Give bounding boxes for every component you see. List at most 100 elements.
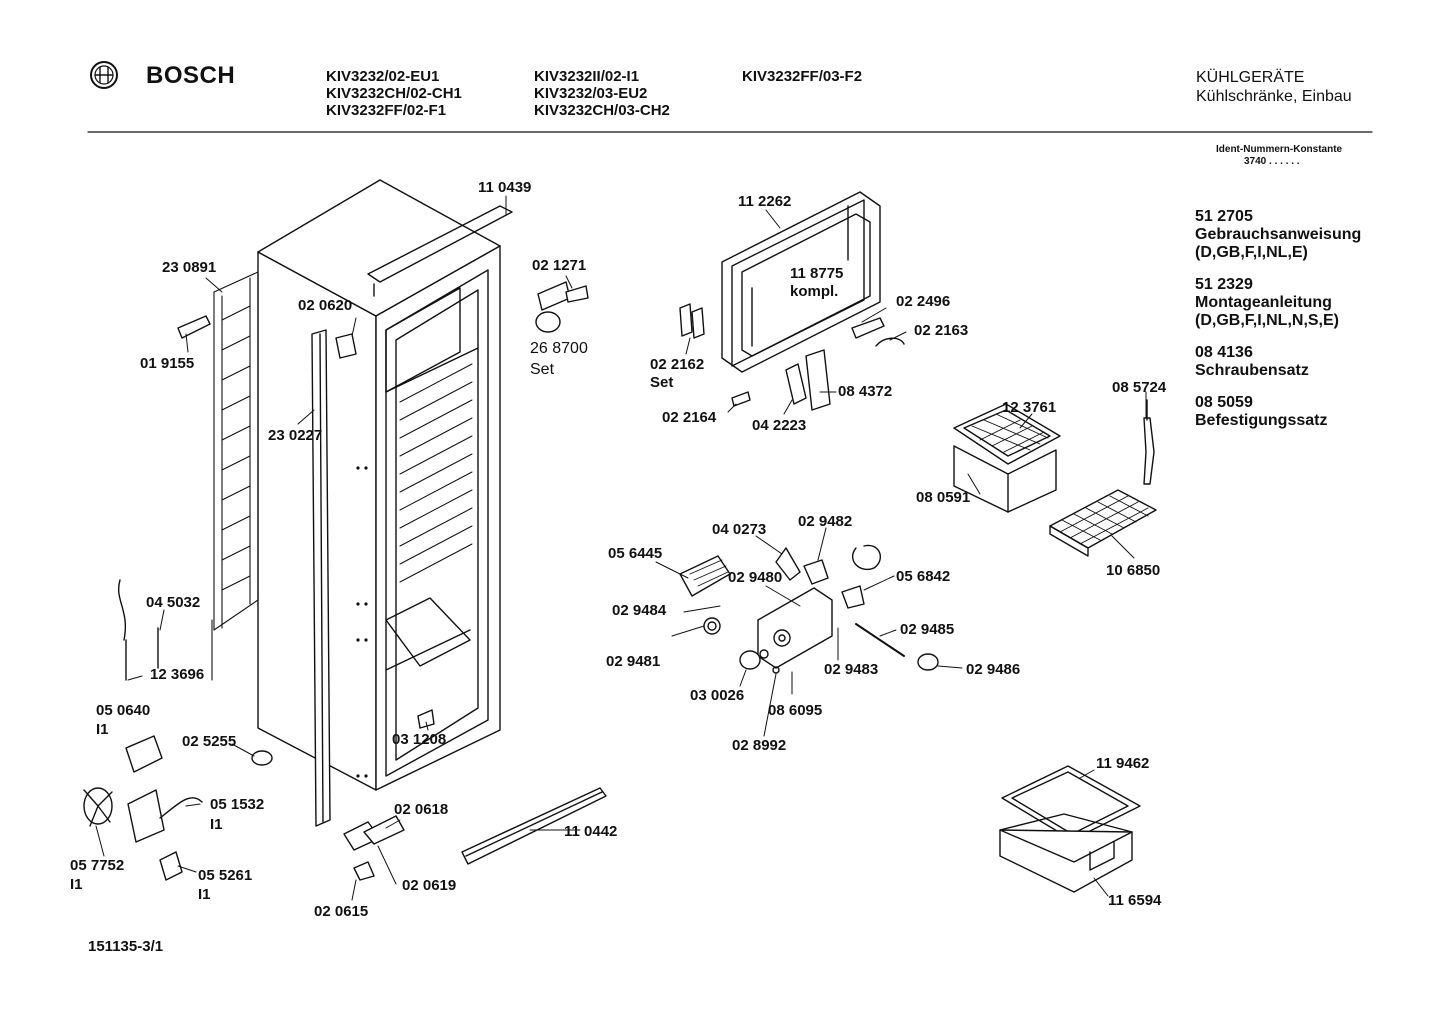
cabinet-housing-drawing bbox=[257, 179, 513, 791]
model-code: KIV3232FF/02-F1 bbox=[326, 102, 447, 119]
part-label: 02 5255 bbox=[182, 733, 237, 750]
model-code: KIV3232/02-EU1 bbox=[326, 68, 440, 85]
part-label: 01 9155 bbox=[140, 355, 195, 372]
part-label: 02 2496 bbox=[896, 293, 951, 310]
condenser-coil-drawing bbox=[211, 271, 259, 681]
thermostat-assembly-drawing bbox=[679, 544, 939, 674]
part-label: 10 6850 bbox=[1106, 562, 1161, 579]
model-code: KIV3232FF/03-F2 bbox=[742, 68, 863, 85]
part-label: 02 0619 bbox=[402, 877, 457, 894]
model-list-col3: KIV3232FF/03-F2 bbox=[742, 68, 862, 85]
leader-lines bbox=[95, 195, 1147, 901]
part-label: 02 1271 bbox=[532, 257, 587, 274]
document-title: Gebrauchsanweisung bbox=[1195, 226, 1362, 243]
document-list: 51 2705 Gebrauchsanweisung (D,GB,F,I,NL,… bbox=[1195, 208, 1361, 430]
part-label: 05 6445 bbox=[608, 545, 663, 562]
part-label: 11 0439 bbox=[478, 179, 532, 196]
part-label: 02 2163 bbox=[914, 322, 969, 339]
part-label: 02 9486 bbox=[966, 661, 1021, 678]
part-label: I1 bbox=[198, 886, 211, 903]
brand-name: BOSCH bbox=[146, 62, 236, 89]
part-label: 02 9484 bbox=[612, 602, 667, 619]
document-item: 51 2705 Gebrauchsanweisung (D,GB,F,I,NL,… bbox=[1195, 208, 1361, 262]
part-label: 02 8992 bbox=[732, 737, 787, 754]
document-number: 08 4136 bbox=[1195, 344, 1253, 361]
ice-tray-drawing bbox=[953, 403, 1061, 513]
sensor-probe-drawing bbox=[118, 579, 159, 681]
part-label: 05 1532 bbox=[210, 796, 265, 813]
ident-value: 3740 . . . . . . bbox=[1244, 156, 1300, 167]
part-label: 02 9482 bbox=[798, 513, 853, 530]
crisper-bins-drawing bbox=[999, 765, 1141, 893]
ice-cube-tray-drawing bbox=[1049, 489, 1157, 557]
part-label: Set bbox=[650, 374, 674, 391]
fan-motor-drawing bbox=[83, 735, 203, 881]
part-label: 02 0620 bbox=[298, 297, 353, 314]
part-label: 12 3696 bbox=[150, 666, 205, 683]
part-label: 08 4372 bbox=[838, 383, 893, 400]
document-item: 08 5059 Befestigungssatz bbox=[1195, 394, 1361, 430]
model-code: KIV3232CH/02-CH1 bbox=[326, 85, 462, 102]
part-label: 05 0640 bbox=[96, 702, 151, 719]
part-label: 11 0442 bbox=[564, 823, 618, 840]
part-label: 08 6095 bbox=[768, 702, 823, 719]
part-label: 03 0026 bbox=[690, 687, 745, 704]
drawing-number: 151135-3/1 bbox=[88, 938, 164, 955]
category-block: KÜHLGERÄTE Kühlschränke, Einbau bbox=[1196, 68, 1352, 106]
part-label: 23 0891 bbox=[162, 259, 217, 276]
part-label: 04 2223 bbox=[752, 417, 807, 434]
part-label: Set bbox=[530, 361, 555, 378]
part-label: 26 8700 bbox=[530, 340, 588, 357]
bosch-logo-icon bbox=[90, 61, 118, 89]
document-title: Montageanleitung bbox=[1195, 294, 1332, 311]
part-label: 04 5032 bbox=[146, 594, 201, 611]
ident-block: Ident-Nummern-Konstante 3740 . . . . . . bbox=[1216, 144, 1342, 168]
model-list-col1: KIV3232/02-EU1 KIV3232CH/02-CH1 KIV3232F… bbox=[326, 68, 462, 119]
part-label: 02 9485 bbox=[900, 621, 955, 638]
part-label: 08 0591 bbox=[916, 489, 971, 506]
document-item: 08 4136 Schraubensatz bbox=[1195, 344, 1361, 380]
ident-label: Ident-Nummern-Konstante bbox=[1216, 144, 1343, 155]
freezer-door-drawing bbox=[721, 191, 881, 373]
door-seal-strip-drawing bbox=[311, 329, 331, 827]
document-item: 51 2329 Montageanleitung (D,GB,F,I,NL,N,… bbox=[1195, 276, 1361, 330]
document-title: Befestigungssatz bbox=[1195, 412, 1328, 429]
category-title: KÜHLGERÄTE bbox=[1196, 69, 1305, 86]
part-label: 02 0615 bbox=[314, 903, 369, 920]
document-number: 51 2329 bbox=[1195, 276, 1253, 293]
part-label: I1 bbox=[70, 876, 83, 893]
model-code: KIV3232/03-EU2 bbox=[534, 85, 648, 102]
part-label: kompl. bbox=[790, 283, 839, 300]
model-code: KIV3232CH/03-CH2 bbox=[534, 102, 670, 119]
document-languages: (D,GB,F,I,NL,N,S,E) bbox=[1195, 312, 1339, 329]
part-label: 02 2162 bbox=[650, 356, 705, 373]
part-label: 11 2262 bbox=[738, 193, 792, 210]
part-label: I1 bbox=[96, 721, 109, 738]
document-number: 08 5059 bbox=[1195, 394, 1253, 411]
part-label: 11 6594 bbox=[1108, 892, 1162, 909]
part-label: 02 9483 bbox=[824, 661, 879, 678]
part-label: 02 2164 bbox=[662, 409, 717, 426]
bottom-trim-drawing bbox=[461, 787, 607, 865]
part-label: 11 8775 bbox=[790, 265, 844, 282]
part-label: 03 1208 bbox=[392, 731, 447, 748]
category-subtitle: Kühlschränke, Einbau bbox=[1196, 88, 1352, 105]
part-label: 23 0227 bbox=[268, 427, 323, 444]
document-languages: (D,GB,F,I,NL,E) bbox=[1195, 244, 1308, 261]
part-label: 02 9480 bbox=[728, 569, 783, 586]
part-label: 11 9462 bbox=[1096, 755, 1150, 772]
part-label: 08 5724 bbox=[1112, 379, 1167, 396]
model-code: KIV3232II/02-I1 bbox=[534, 68, 640, 85]
document-number: 51 2705 bbox=[1195, 208, 1253, 225]
part-label: 05 6842 bbox=[896, 568, 951, 585]
part-label: 05 5261 bbox=[198, 867, 253, 884]
document-title: Schraubensatz bbox=[1195, 362, 1309, 379]
part-label: 05 7752 bbox=[70, 857, 125, 874]
part-label: 04 0273 bbox=[712, 521, 767, 538]
ice-scraper-drawing bbox=[1143, 399, 1155, 485]
part-label: 02 0618 bbox=[394, 801, 449, 818]
part-label: 12 3761 bbox=[1002, 399, 1057, 416]
model-list-col2: KIV3232II/02-I1 KIV3232/03-EU2 KIV3232CH… bbox=[534, 68, 670, 119]
part-label: I1 bbox=[210, 816, 223, 833]
